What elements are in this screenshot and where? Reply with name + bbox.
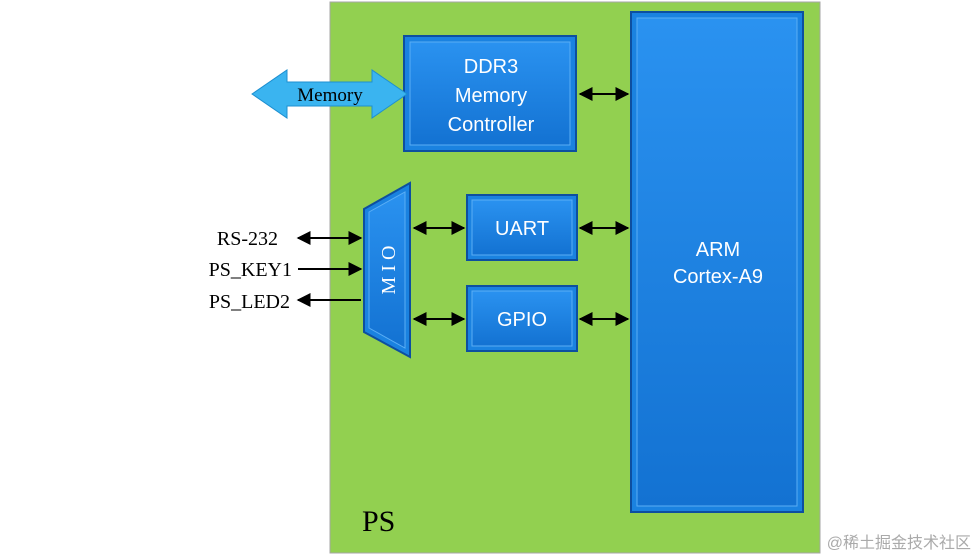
mio-block: M I O [363, 181, 411, 359]
gpio-block: GPIO [466, 285, 578, 352]
ddr3-memory-controller-block: DDR3 Memory Controller [403, 35, 577, 152]
signal-ps-key1: PS_KEY1 [209, 259, 292, 281]
mio-label: M I O [378, 246, 400, 295]
memory-arrow: Memory [251, 69, 408, 119]
signal-ps-led2: PS_LED2 [209, 291, 290, 313]
arm-cortex-a9-block: ARM Cortex-A9 [630, 11, 804, 513]
gpio-label: GPIO [497, 309, 547, 331]
ddr3-line1: DDR3 [464, 56, 518, 78]
ps-label: PS [362, 505, 395, 538]
memory-arrow-label: Memory [297, 85, 363, 106]
cortex-a9-label: Cortex-A9 [673, 266, 763, 288]
uart-label: UART [495, 218, 549, 240]
uart-block: UART [466, 194, 578, 261]
signal-rs232: RS-232 [217, 228, 278, 250]
ddr3-line3: Controller [448, 114, 535, 136]
arm-label: ARM [696, 239, 740, 261]
watermark: @稀土掘金技术社区 [827, 534, 971, 552]
ddr3-line2: Memory [455, 85, 527, 107]
